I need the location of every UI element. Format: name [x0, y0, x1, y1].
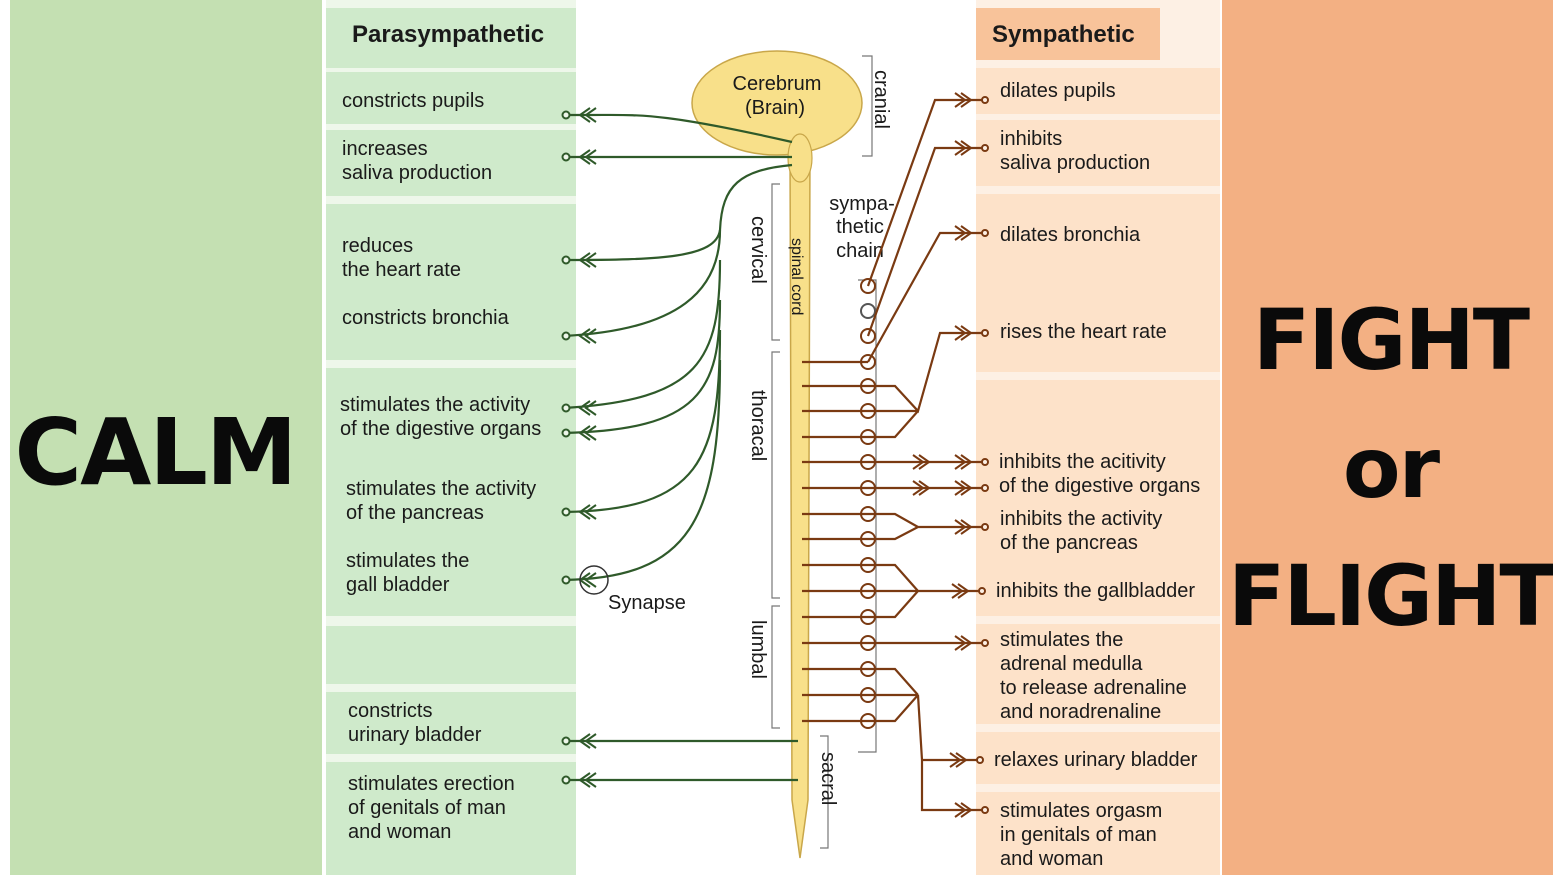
parasympathetic-synapses — [563, 108, 609, 787]
region-brackets — [772, 56, 876, 848]
sympathetic-chain-ganglia — [861, 279, 875, 728]
brain-label-line-2: (Brain) — [745, 97, 805, 119]
thoracal-bracket — [772, 352, 780, 598]
thoracal-label: thoracal — [747, 390, 769, 461]
cranial-label: cranial — [870, 70, 892, 129]
cervical-label: cervical — [747, 216, 769, 284]
spinal-cord-label: spinal cord — [788, 238, 805, 315]
symp-nerve-saliva — [868, 148, 988, 336]
lumbal-label: lumbal — [747, 620, 769, 679]
para-nerve-gall — [564, 360, 720, 580]
preganglionic-fibers — [802, 362, 868, 721]
symp-nerve-heart — [868, 333, 988, 437]
sacral-label: sacral — [817, 752, 839, 805]
lumbal-bracket — [772, 606, 780, 728]
brain-label-line-1: Cerebrum — [733, 73, 822, 95]
synapse-label: Synapse — [608, 592, 686, 614]
symp-nerve-lower — [868, 669, 988, 810]
chain-label-line-2: thetic — [836, 216, 884, 238]
symp-nerve-bronchia — [868, 233, 988, 362]
para-nerve-bronchia — [564, 230, 720, 336]
cervical-bracket — [772, 184, 780, 340]
chain-label-line-1: sympa- — [829, 193, 895, 215]
sympathetic-synapses — [913, 93, 988, 817]
para-nerve-pancreas — [564, 330, 720, 512]
